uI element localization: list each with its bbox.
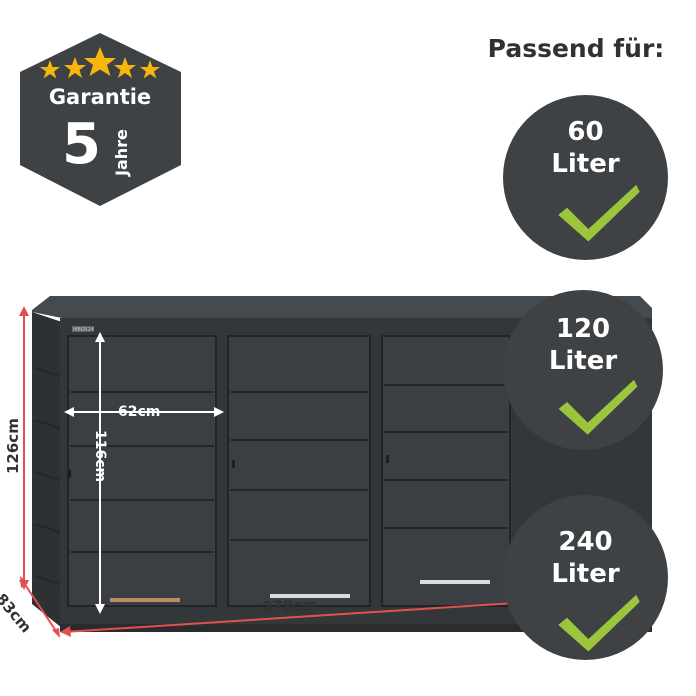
guarantee-years-unit: Jahre	[112, 129, 131, 176]
guarantee-stars	[40, 47, 160, 79]
door-1	[67, 335, 217, 607]
star-icon	[64, 57, 86, 78]
inner-height-label: 116cm	[92, 430, 108, 483]
badge-unit: Liter	[551, 559, 620, 589]
star-icon	[114, 57, 136, 78]
enclosure-base	[60, 624, 652, 632]
total-width-label: 278cm	[261, 595, 319, 617]
guarantee-label: Garantie	[48, 85, 152, 109]
badge-120-liter: 120 Liter	[503, 290, 663, 450]
check-icon	[558, 594, 640, 652]
total-height-label: 126cm	[4, 418, 22, 474]
model-plate	[72, 326, 94, 332]
badge-size: 240	[558, 527, 613, 557]
inner-width-label: 62cm	[118, 404, 161, 420]
star-icon	[40, 60, 60, 79]
guarantee-hexagon	[20, 33, 181, 206]
enclosure-side	[32, 312, 62, 628]
door-3	[381, 335, 511, 607]
star-icon	[140, 60, 160, 79]
check-icon	[558, 379, 638, 435]
badge-size: 120	[555, 314, 611, 344]
enclosure-roof	[32, 296, 652, 318]
badge-unit: Liter	[548, 346, 618, 376]
door-2	[227, 335, 371, 607]
star-icon	[84, 47, 116, 76]
bin-enclosure: MBOX24	[32, 296, 652, 632]
model-plate-text: MBOX24	[73, 327, 94, 333]
door-handle	[386, 455, 389, 463]
check-icon	[558, 184, 640, 242]
guarantee-years: 5	[62, 112, 101, 177]
badge-240-liter: 240 Liter	[503, 495, 668, 660]
compatibility-heading: Passend für:	[487, 34, 665, 63]
badge-unit: Liter	[551, 149, 620, 179]
door-handle	[68, 470, 71, 478]
badge-60-liter: 60 Liter	[503, 95, 668, 260]
door-handle	[232, 460, 235, 468]
badge-size: 60	[567, 117, 604, 147]
